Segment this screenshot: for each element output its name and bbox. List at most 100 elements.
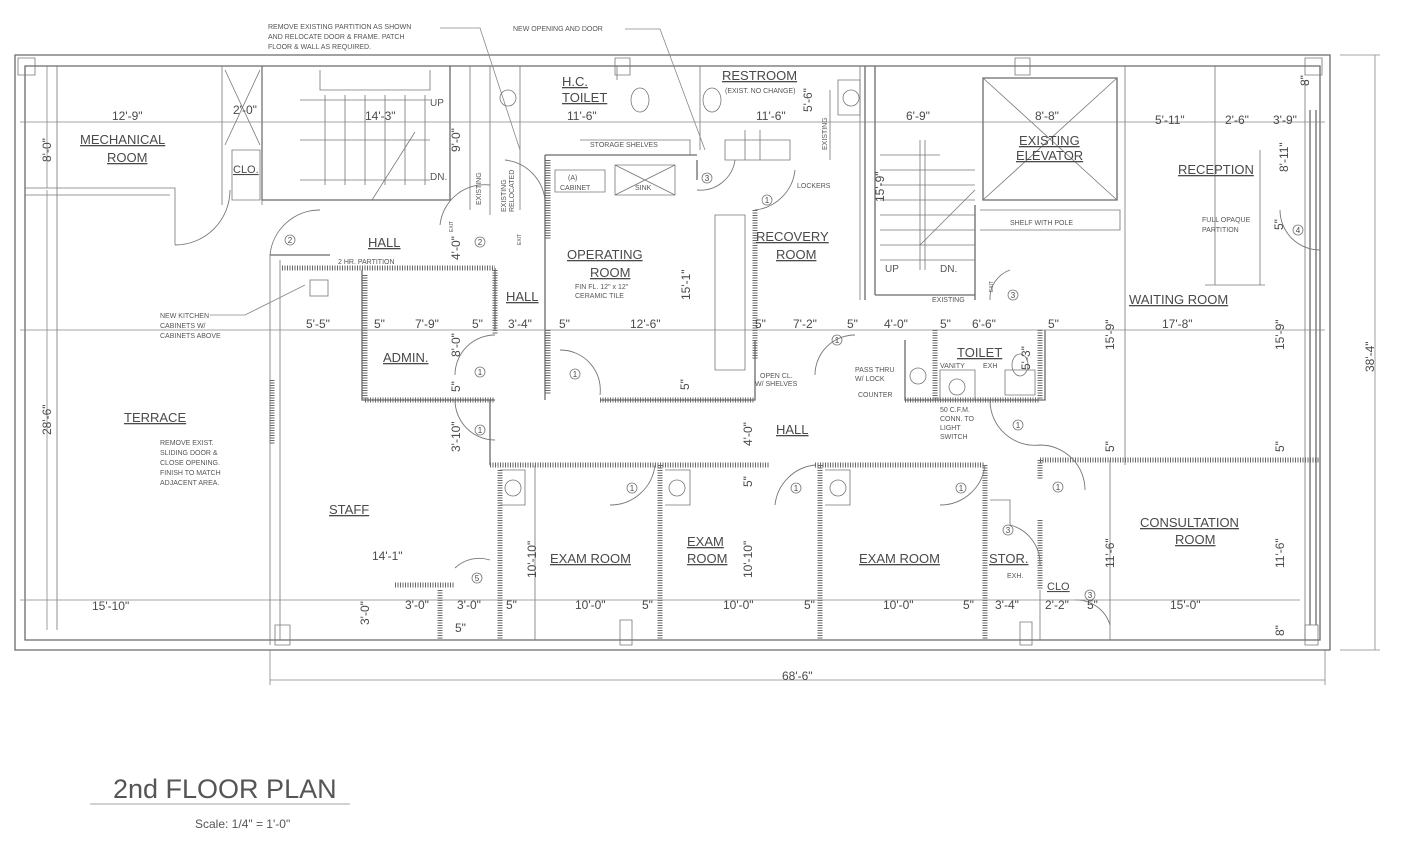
dimension: 5" [559,317,570,331]
door-tag: 1 [573,370,578,379]
room-label-waiting: WAITING ROOM [1129,292,1228,307]
door-tag-circle [790,482,802,494]
note-vanity: VANITY [940,363,965,370]
door-tag-circle [284,234,296,246]
dimension: 7'-9" [415,317,439,331]
stair-down-label: DN. [430,172,447,183]
dimension: 2'-2" [1045,598,1069,612]
room-label-admin: ADMIN. [383,350,429,365]
note-shelf-pole: SHELF WITH POLE [1010,220,1073,227]
note-new-opening: NEW OPENING AND DOOR [513,26,603,33]
door-tag: 1 [1056,483,1061,492]
dimension: 5" [449,381,463,392]
room-labels: MECHANICAL ROOM CLO. HALL HALL H.C. TOIL… [80,68,1254,593]
door-tag: 1 [478,426,483,435]
room-label-closet: CLO [1047,581,1070,593]
exit-label: EXIT [449,221,455,232]
dimension: 8'-8" [1035,109,1059,123]
dimension: 8'-11" [1277,142,1291,172]
note-existing: EXISTING [476,172,483,205]
note-storage-shelves: STORAGE SHELVES [590,142,658,149]
note-floor-finish: FIN FL. 12" x 12" [575,284,629,291]
door-tag: 3 [1088,591,1093,600]
door-tag-circle [761,194,773,206]
room-label-hall: HALL [368,235,401,250]
dimension: 15'-1" [679,269,693,300]
fixtures [309,87,1029,497]
room-label-consultation: CONSULTATION [1140,515,1239,530]
note-floor-finish: CERAMIC TILE [575,293,624,300]
door-tag: 1 [835,336,840,345]
exit-label: EXIT [989,281,995,292]
door-tag-circle [474,366,486,378]
dimension: 3'-0" [457,598,481,612]
dimension: 10'-0" [723,598,754,612]
dimension: 10'-10" [525,541,539,578]
dimension: 11'-6" [567,109,597,123]
room-label-hc-toilet: TOILET [562,90,607,105]
dimension: 5" [1272,219,1286,230]
room-label-recovery: RECOVERY [756,229,829,244]
room-label-hc-toilet: H.C. [562,74,588,89]
note-kitchen: CABINETS W/ [160,323,206,330]
door-tag: 4 [1296,226,1301,235]
door-tag: 1 [1016,421,1021,430]
note-sliding-door: SLIDING DOOR & [160,450,218,457]
note-kitchen: CABINETS ABOVE [160,333,221,340]
note-exh: EXH. [1007,573,1023,580]
dimension: 5" [963,598,974,612]
dimension: 5" [678,379,692,390]
sink-icon [499,89,517,107]
dimension: 8'-0" [40,138,54,162]
door-tag: 5 [475,574,480,583]
door-tag: 2 [478,238,483,247]
toilet-icon [630,87,650,113]
dimension: 15'-10" [92,599,129,613]
room-label-recovery: ROOM [776,247,816,262]
door-tag: 3 [1006,526,1011,535]
dimension: 8" [1273,625,1287,636]
room-label-storage: STOR. [989,551,1029,566]
dimension: 5" [1103,441,1117,452]
note-lockers: LOCKERS [797,183,831,190]
room-label-exam: EXAM ROOM [859,551,940,566]
dimension: 15'-0" [1170,598,1201,612]
note-pass-thru: PASS THRU [855,367,894,374]
room-label-operating: ROOM [590,265,630,280]
note-remove-partition: AND RELOCATE DOOR & FRAME. PATCH [268,34,405,41]
dimension: 14'-1" [372,549,403,563]
toilet-icon [1011,353,1029,377]
dimension: 5'-6" [801,88,815,112]
room-label-restroom: RESTROOM [722,68,797,83]
dimension: 14'-3" [365,109,396,123]
dimensions: 12'-9" 8'-0" 2'-0" 14'-3" 9'-0" 11'-6" 1… [40,75,1377,683]
dimension: 38'-4" [1363,341,1377,372]
note-sink: SINK [635,185,652,192]
door-tag-circle [955,482,967,494]
note-cabinet-tag: (A) [568,175,577,182]
dimension: 5" [1087,598,1098,612]
dimension-lines [20,54,1380,685]
note-2hr-partition: 2 HR. PARTITION [338,259,395,266]
note-remove-partition: FLOOR & WALL AS REQUIRED. [268,44,371,51]
dimension: 11'-6" [1103,538,1117,568]
door-tag: 3 [705,174,710,183]
door-tag-circle [1012,419,1024,431]
note-cabinet: CABINET [560,185,591,192]
room-label-exam: EXAM ROOM [550,551,631,566]
room-label-clo: CLO. [233,164,259,176]
dimension: 12'-9" [112,109,143,123]
room-label-elevator: EXISTING [1019,133,1080,148]
door-tag-circle [569,368,581,380]
room-label-consultation: ROOM [1175,532,1215,547]
note-existing-relocated: RELOCATED [509,170,516,212]
dimension: 2'-6" [1225,113,1249,127]
dimension: 5" [642,598,653,612]
dimension: 3'-9" [1273,113,1297,127]
note-sliding-door: REMOVE EXIST. [160,440,214,447]
dimension: 6'-9" [906,109,930,123]
dimension: 17'-8" [1162,317,1193,331]
door-tag-circle [474,236,486,248]
dimension: 10'-10" [741,541,755,578]
